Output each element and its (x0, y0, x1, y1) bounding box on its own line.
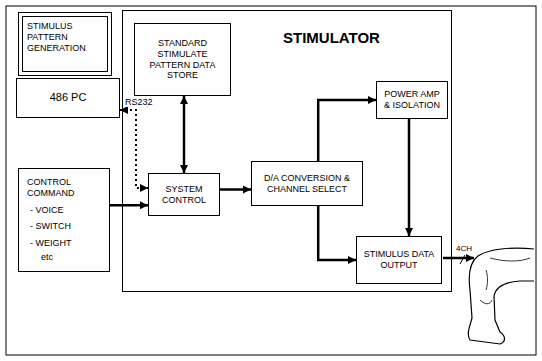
signal-arrow (110, 204, 148, 207)
node-text: SYSTEM CONTROL (153, 184, 215, 206)
ankle-line (480, 300, 492, 304)
node-text: STIMULUS DATA OUTPUT (361, 249, 437, 271)
leg-muscle-line (490, 258, 530, 261)
node-text: 486 PC (50, 91, 87, 104)
leg-outline (468, 248, 534, 344)
node-text: CONTROL COMMAND (27, 177, 101, 199)
node-text: STANDARD STIMULATE PATTERN DATA STORE (139, 38, 226, 81)
process-box: POWER AMP & ISOLATION (376, 81, 448, 119)
input-box: CONTROL COMMAND - VOICE - SWITCH - WEIGHT et… (18, 168, 110, 272)
signal-arrow (318, 100, 376, 161)
node-text: - WEIGHT (30, 238, 72, 249)
monitor-screen: STIMULUS PATTERN GENERATION (18, 12, 112, 76)
knee-line (486, 270, 488, 290)
process-box: D/A CONVERSION & CHANNEL SELECT (251, 161, 363, 206)
signal-arrow (408, 119, 411, 236)
edge-label: RS232 (124, 98, 154, 107)
node-text: POWER AMP & ISOLATION (381, 89, 443, 111)
serial-link (120, 110, 148, 188)
channel-count: 4CH (455, 245, 473, 253)
process-box: SYSTEM CONTROL (148, 173, 220, 216)
node-text: - VOICE (30, 205, 64, 216)
output-arrow (443, 257, 474, 260)
outer-frame (6, 6, 536, 355)
signal-arrow (220, 188, 251, 191)
node-text: - SWITCH (30, 221, 71, 232)
bus-tick (460, 255, 465, 264)
process-box: STANDARD STIMULATE PATTERN DATA STORE (134, 23, 231, 96)
stimulator-housing: STIMULATOR STANDARD STIMULATE PATTERN DAT… (122, 10, 452, 292)
node-text: etc (41, 252, 53, 263)
node-text: STIMULUS PATTERN GENERATION (27, 21, 87, 53)
node-text: D/A CONVERSION & CHANNEL SELECT (256, 173, 358, 195)
group-heading: STIMULATOR (283, 29, 380, 47)
signal-arrow (318, 206, 356, 260)
pc-base-box: 486 PC (16, 78, 120, 118)
process-box: STIMULUS DATA OUTPUT (356, 236, 442, 284)
signal-arrow (183, 96, 186, 173)
